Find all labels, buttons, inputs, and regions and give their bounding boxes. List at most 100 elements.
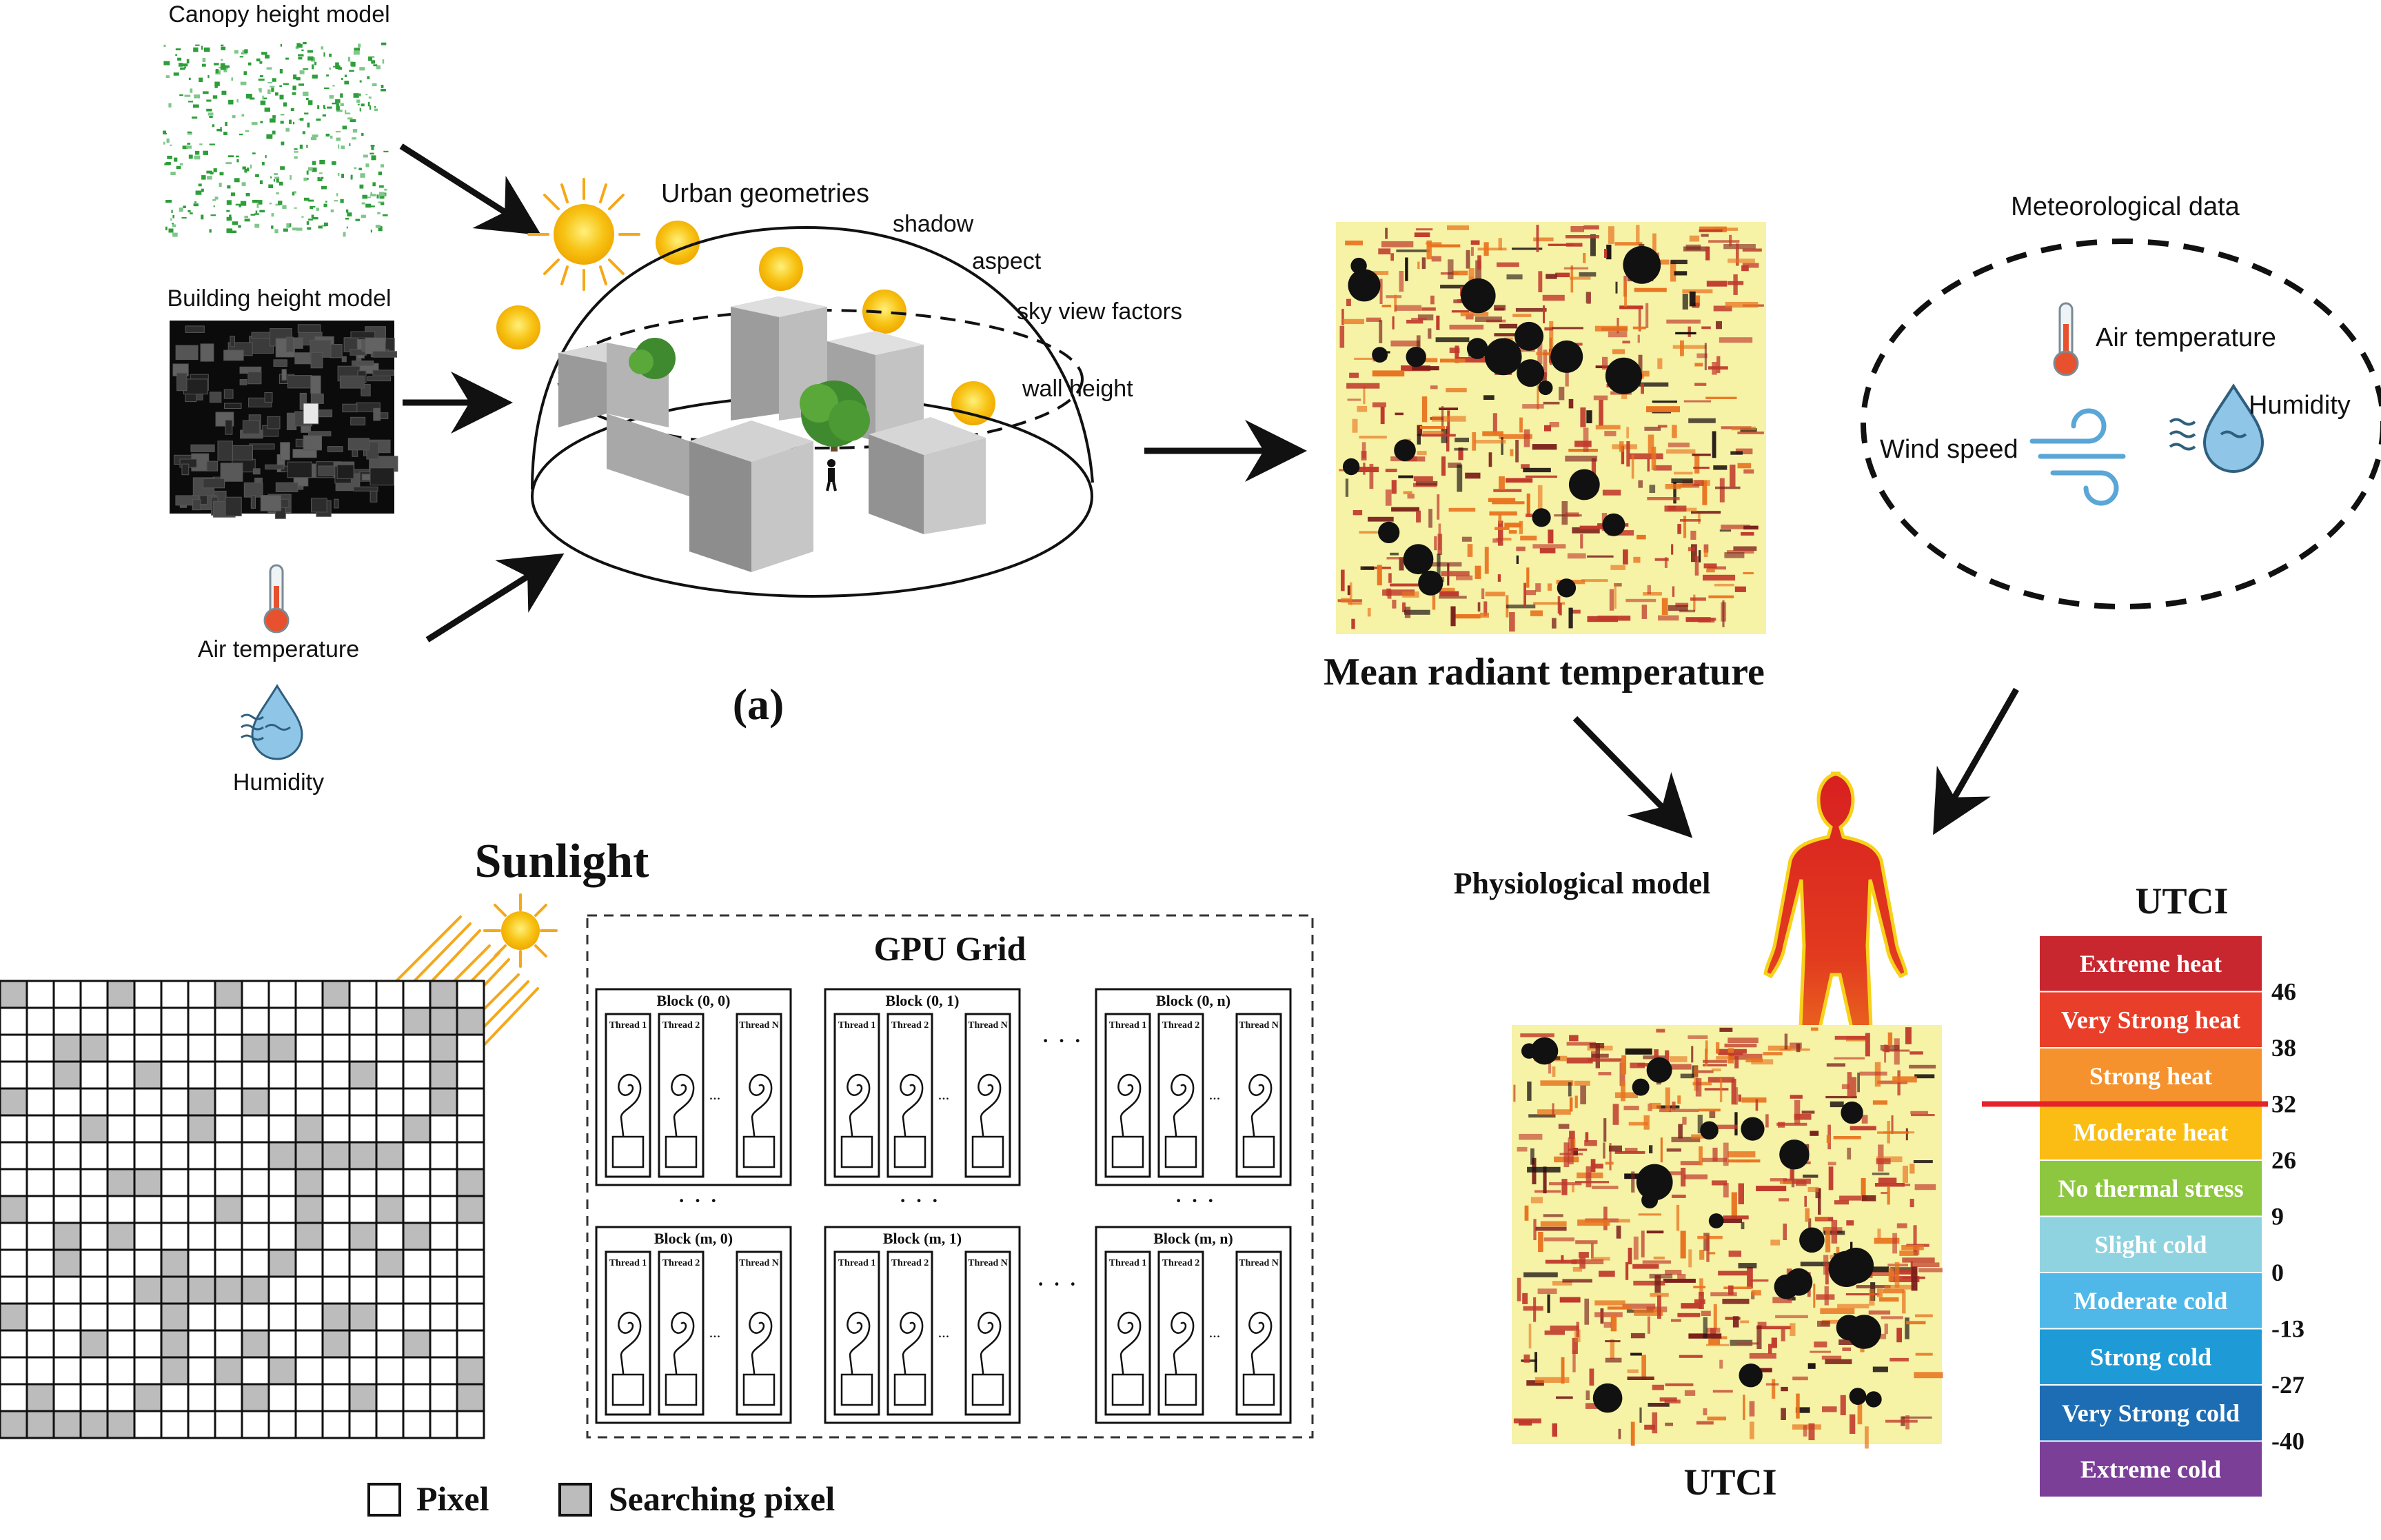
grid-pixel (267, 1006, 297, 1036)
grid-pixel (267, 1087, 297, 1117)
grid-pixel (456, 1222, 485, 1251)
grid-pixel (187, 1033, 216, 1063)
grid-pixel (26, 1168, 55, 1197)
grid-pixel (26, 1033, 55, 1063)
grid-pixel (187, 1222, 216, 1251)
gpu-block-label: Block (0, n) (1156, 992, 1230, 1009)
grid-pixel (0, 1222, 28, 1251)
grid-pixel (26, 1275, 55, 1305)
grid-pixel (402, 1410, 432, 1439)
spiral-search-icon (847, 1311, 871, 1379)
gpu-thread-label: Thread 1 (1109, 1258, 1147, 1268)
grid-pixel (214, 1222, 243, 1251)
grid-pixel (294, 1410, 324, 1439)
arrow-mrt-to-physiological (1572, 716, 1693, 838)
grid-pixel (26, 1383, 55, 1412)
grid-pixel (267, 1248, 297, 1278)
input-building-height-model: Building height model (167, 285, 398, 519)
grid-pixel (133, 1006, 163, 1036)
grid-pixel (348, 1195, 378, 1224)
grid-pixel (294, 980, 324, 1009)
grid-pixel (26, 1356, 55, 1386)
grid-pixel (402, 980, 432, 1009)
gpu-thread-label: Thread 1 (609, 1020, 647, 1031)
grid-pixel (294, 1329, 324, 1359)
grid-pixel (52, 1356, 82, 1386)
grid-pixel (214, 1356, 243, 1386)
grid-pixel (456, 1275, 485, 1305)
grid-pixel (52, 980, 82, 1009)
panel-label-a: (a) (733, 680, 784, 729)
geometry-aspect-label: aspect (972, 248, 1042, 274)
grid-pixel (375, 1356, 405, 1386)
input-air-temperature: Air temperature (198, 564, 359, 662)
grid-pixel (160, 980, 190, 1009)
grid-pixel (160, 1087, 190, 1117)
grid-pixel (52, 1006, 82, 1036)
grid-pixel (456, 1356, 485, 1386)
utci-map: UTCI (1512, 1025, 1943, 1503)
utci-scale-title: UTCI (2135, 880, 2228, 922)
grid-pixel (294, 1356, 324, 1386)
grid-pixel (214, 1006, 243, 1036)
grid-pixel (52, 1060, 82, 1090)
grid-pixel (26, 1222, 55, 1251)
grid-pixel (79, 1302, 109, 1332)
grid-pixel (52, 1141, 82, 1171)
geometry-shadow-label: shadow (893, 211, 974, 237)
grid-pixel (321, 1168, 351, 1197)
grid-pixel (456, 1302, 485, 1332)
grid-pixel (429, 1302, 458, 1332)
grid-pixel (160, 1141, 190, 1171)
grid-pixel (0, 1410, 28, 1439)
grid-pixel (79, 1329, 109, 1359)
grid-pixel (133, 1141, 163, 1171)
grid-pixel (52, 1248, 82, 1278)
grid-pixel (133, 1033, 163, 1063)
building-blocks-illustration (558, 296, 986, 572)
grid-pixel (187, 1383, 216, 1412)
gpu-row-ellipsis: · · · (1041, 1025, 1082, 1056)
grid-pixel (267, 1356, 297, 1386)
grid-pixel (375, 1114, 405, 1144)
grid-pixel (429, 1248, 458, 1278)
grid-pixel (348, 1410, 378, 1439)
thread-ellipsis: ... (938, 1324, 950, 1341)
utci-threshold-label: -27 (2271, 1371, 2304, 1399)
grid-pixel (106, 1141, 136, 1171)
spiral-search-icon (900, 1073, 924, 1142)
grid-pixel (160, 1222, 190, 1251)
grid-pixel (375, 1060, 405, 1090)
grid-pixel (294, 1275, 324, 1305)
thread-ellipsis: ... (1209, 1086, 1221, 1103)
gpu-thread: Thread 1 (605, 1250, 651, 1416)
grid-pixel (294, 1033, 324, 1063)
grid-pixel (456, 1033, 485, 1063)
humidity-label: Humidity (233, 769, 324, 796)
grid-pixel (321, 1410, 351, 1439)
grid-pixel (52, 1302, 82, 1332)
sun-position-icon (759, 247, 803, 291)
grid-pixel (267, 1195, 297, 1224)
pixel-legend-swatch (367, 1483, 401, 1517)
meteo-humidity-label: Humidity (2249, 391, 2351, 420)
searching-pixel-legend-label: Searching pixel (609, 1479, 835, 1518)
grid-pixel (214, 1114, 243, 1144)
grid-pixel (429, 1033, 458, 1063)
utci-threshold-label: 9 (2271, 1203, 2284, 1230)
grid-pixel (79, 1033, 109, 1063)
grid-pixel (160, 1006, 190, 1036)
grid-pixel (26, 1302, 55, 1332)
grid-pixel (429, 1383, 458, 1412)
grid-pixel (187, 1114, 216, 1144)
grid-pixel (321, 1087, 351, 1117)
grid-pixel (456, 1410, 485, 1439)
grid-pixel (0, 1168, 28, 1197)
grid-pixel (321, 1033, 351, 1063)
grid-pixel (348, 1383, 378, 1412)
grid-pixel (133, 1222, 163, 1251)
utci-category-band: Strong heat (2038, 1047, 2263, 1105)
grid-pixel (0, 1195, 28, 1224)
grid-pixel (429, 1060, 458, 1090)
gpu-thread: Thread N (1235, 1013, 1282, 1178)
